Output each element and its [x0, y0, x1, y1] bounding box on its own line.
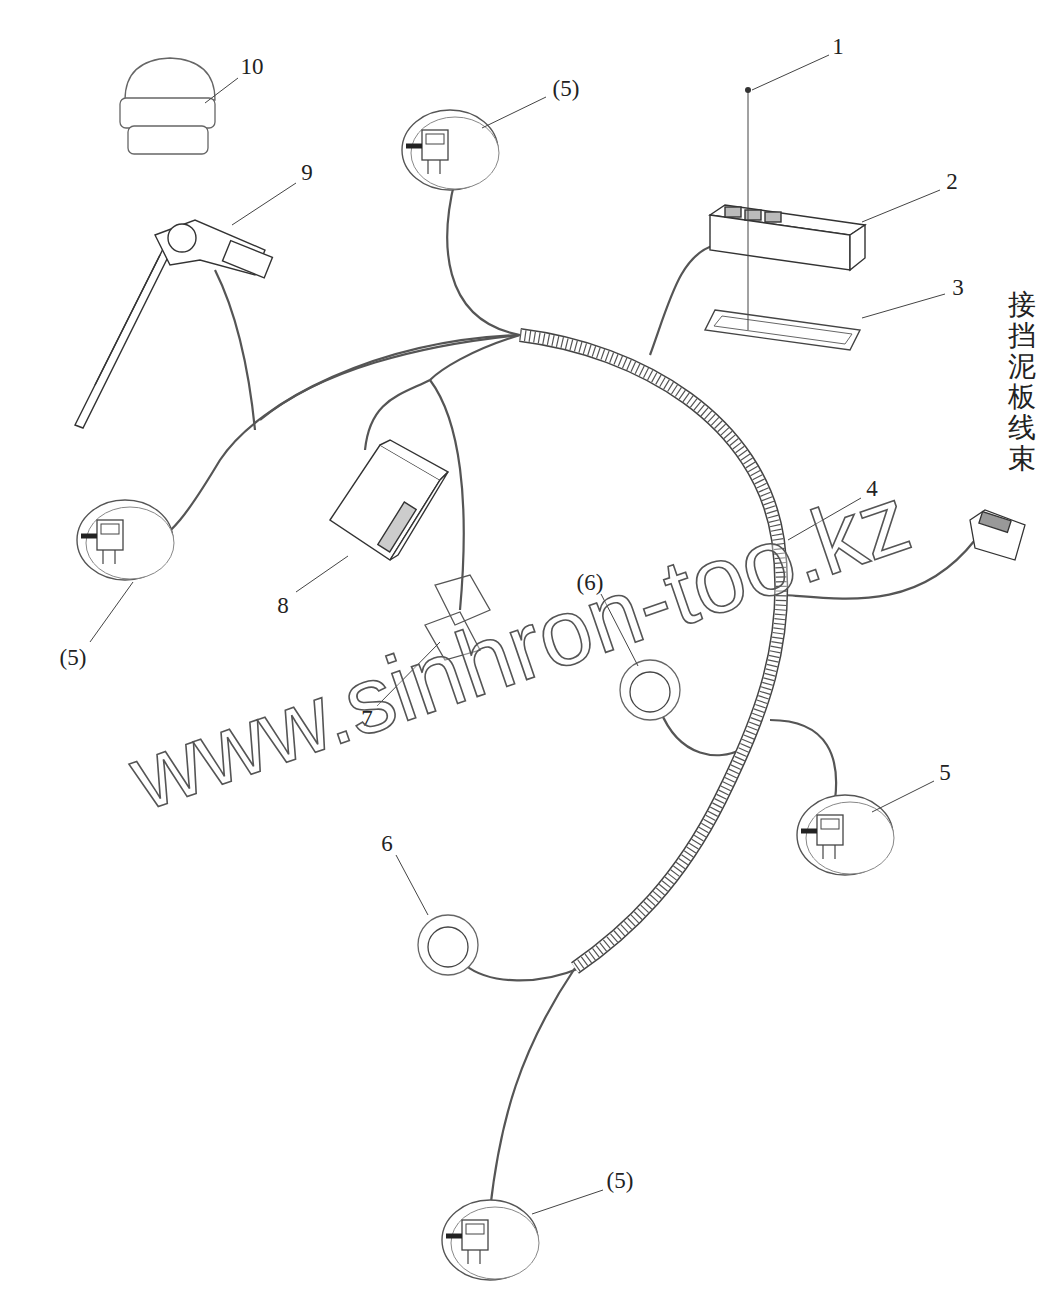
callout-number: 9 — [301, 161, 313, 184]
callout-number: 8 — [277, 594, 289, 617]
callout-number: (5) — [60, 646, 87, 669]
callout-number: 2 — [946, 170, 958, 193]
callout-number: 1 — [832, 35, 844, 58]
callout-number: 6 — [381, 832, 393, 855]
callout-number: (5) — [607, 1169, 634, 1192]
callout-number: (5) — [553, 77, 580, 100]
watermark: www.sinhron-too.kz — [119, 471, 920, 825]
callout-number: 5 — [939, 761, 951, 784]
callout-number: 10 — [241, 55, 264, 78]
harness-note: 接挡泥板线束 — [1008, 290, 1036, 475]
callout-number: 3 — [952, 276, 964, 299]
